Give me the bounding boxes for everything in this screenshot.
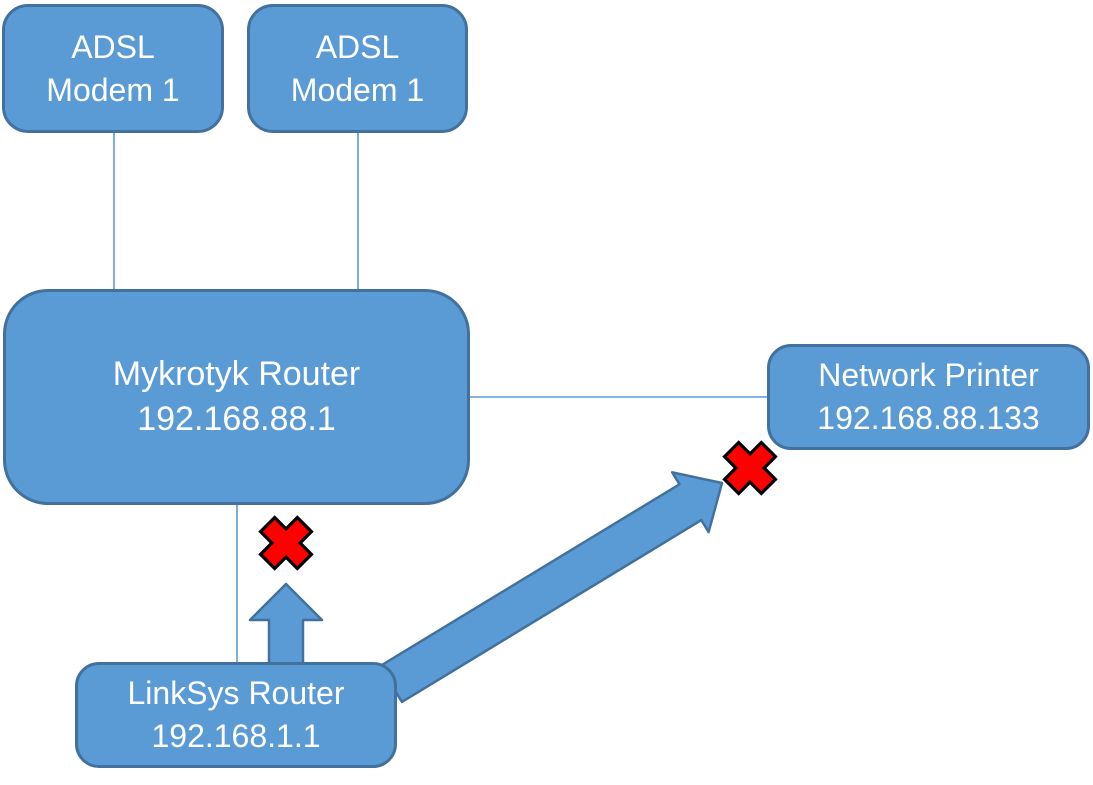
node-mikrotik-router: Mykrotyk Router 192.168.88.1 [3, 289, 470, 505]
node-adsl-modem-1: ADSL Modem 1 [2, 4, 224, 133]
diagonal-block-arrow [378, 471, 724, 704]
node-label-line2: 192.168.88.1 [137, 400, 336, 438]
blocked-x-icon [258, 515, 314, 571]
node-label-line1: LinkSys Router [127, 675, 345, 711]
node-label-line1: Network Printer [818, 357, 1039, 393]
node-label-line2: Modem 1 [290, 71, 425, 108]
node-label-line2: 192.168.88.133 [817, 400, 1040, 436]
node-linksys-router: LinkSys Router 192.168.1.1 [75, 662, 397, 768]
node-label-line1: Mykrotyk Router [112, 355, 361, 393]
node-label-line2: 192.168.1.1 [151, 718, 321, 754]
node-label-line1: ADSL [71, 28, 155, 65]
node-label-line2: Modem 1 [46, 71, 180, 108]
node-network-printer: Network Printer 192.168.88.133 [767, 344, 1090, 450]
blocked-x-icon [722, 440, 778, 496]
node-adsl-modem-2: ADSL Modem 1 [247, 4, 468, 133]
node-label-line1: ADSL [315, 28, 400, 65]
